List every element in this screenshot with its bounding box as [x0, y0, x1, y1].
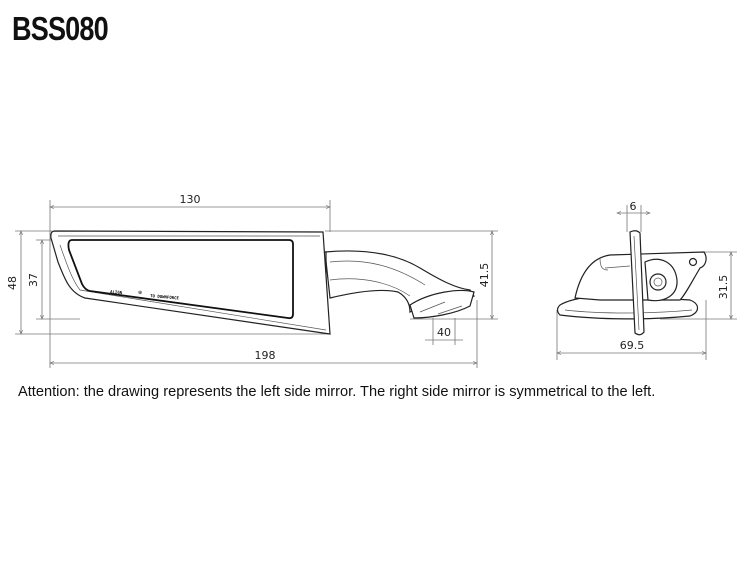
dim-69-5: 69.5 [620, 339, 645, 352]
dim-40: 40 [437, 326, 451, 339]
glass-marking-downforce: TO DOWNFORCE [150, 293, 180, 301]
dim-37: 37 [27, 273, 40, 287]
front-view: 6 31.5 69.5 [557, 200, 737, 360]
dim-48: 48 [6, 276, 19, 290]
dim-6: 6 [630, 200, 637, 213]
glass-marking-align: ALIGN [110, 289, 123, 295]
dim-198: 198 [255, 349, 276, 362]
attention-note: Attention: the drawing represents the le… [18, 384, 656, 400]
dim-130: 130 [180, 193, 201, 206]
dim-41-5: 41.5 [478, 263, 491, 288]
dim-31-5: 31.5 [717, 275, 730, 300]
product-code-title: BSS080 [12, 10, 109, 47]
align-symbol-icon: ⊕ [138, 290, 142, 296]
side-view: ALIGN ⊕ TO DOWNFORCE 130 48 37 41.5 40 1… [6, 193, 498, 368]
